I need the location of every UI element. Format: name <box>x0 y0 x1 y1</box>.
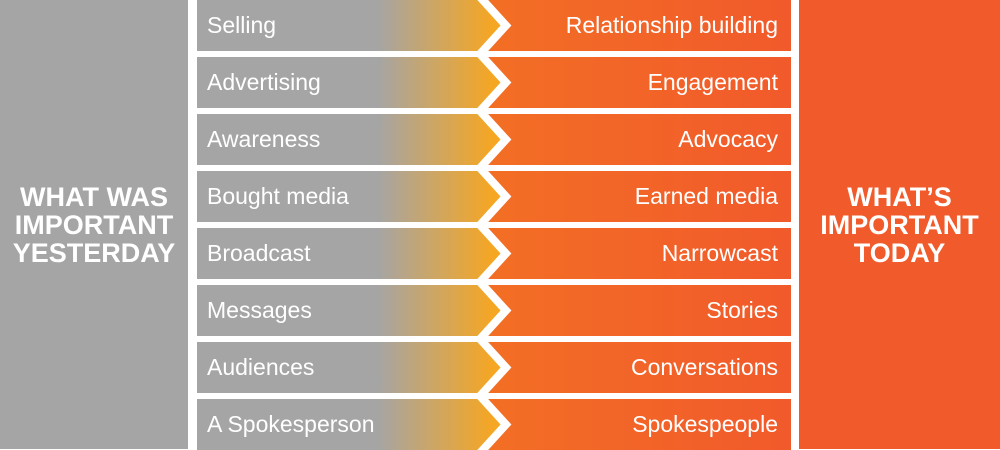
yesterday-fill <box>197 285 506 336</box>
comparison-row: Audiences Conversations <box>197 342 791 393</box>
yesterday-item: Awareness <box>207 126 321 152</box>
yesterday-item: Selling <box>207 12 277 38</box>
chevron-arrow-icon <box>477 114 512 165</box>
chevron-arrow-icon <box>477 57 512 108</box>
today-item: Advocacy <box>678 126 778 152</box>
today-item: Spokespeople <box>632 411 778 437</box>
yesterday-item: Broadcast <box>207 240 311 266</box>
chevron-arrow-icon <box>477 0 512 51</box>
today-item: Narrowcast <box>661 240 778 266</box>
comparison-row: A Spokesperson Spokespeople <box>197 399 791 450</box>
yesterday-item: Advertising <box>207 69 321 95</box>
chevron-arrow-icon <box>477 342 512 393</box>
chevron-arrow-icon <box>477 285 512 336</box>
yesterday-fill <box>197 342 506 393</box>
chevron-arrow-icon <box>477 228 512 279</box>
yesterday-fill <box>197 114 506 165</box>
yesterday-fill <box>197 171 506 222</box>
yesterday-fill <box>197 57 506 108</box>
comparison-row: Broadcast Narrowcast <box>197 228 791 279</box>
yesterday-item: A Spokesperson <box>207 411 375 437</box>
comparison-row: Bought media Earned media <box>197 171 791 222</box>
comparison-row: Selling Relationship building <box>197 0 791 51</box>
yesterday-item: Messages <box>207 297 312 323</box>
yesterday-fill <box>197 399 506 450</box>
yesterday-fill <box>197 228 506 279</box>
today-panel: WHAT’S IMPORTANT TODAY <box>799 0 1000 449</box>
yesterday-fill <box>197 0 506 51</box>
chevron-arrow-icon <box>477 399 512 450</box>
comparison-row: Messages Stories <box>197 285 791 336</box>
yesterday-item: Bought media <box>207 183 349 209</box>
today-item: Stories <box>706 297 778 323</box>
comparison-row: Advertising Engagement <box>197 57 791 108</box>
chevron-arrow-icon <box>477 171 512 222</box>
comparison-row: Awareness Advocacy <box>197 114 791 165</box>
yesterday-panel: WHAT WAS IMPORTANT YESTERDAY <box>0 0 188 449</box>
today-item: Conversations <box>630 354 778 380</box>
today-item: Earned media <box>634 183 778 209</box>
today-item: Relationship building <box>565 12 778 38</box>
today-item: Engagement <box>647 69 778 95</box>
yesterday-item: Audiences <box>207 354 315 380</box>
